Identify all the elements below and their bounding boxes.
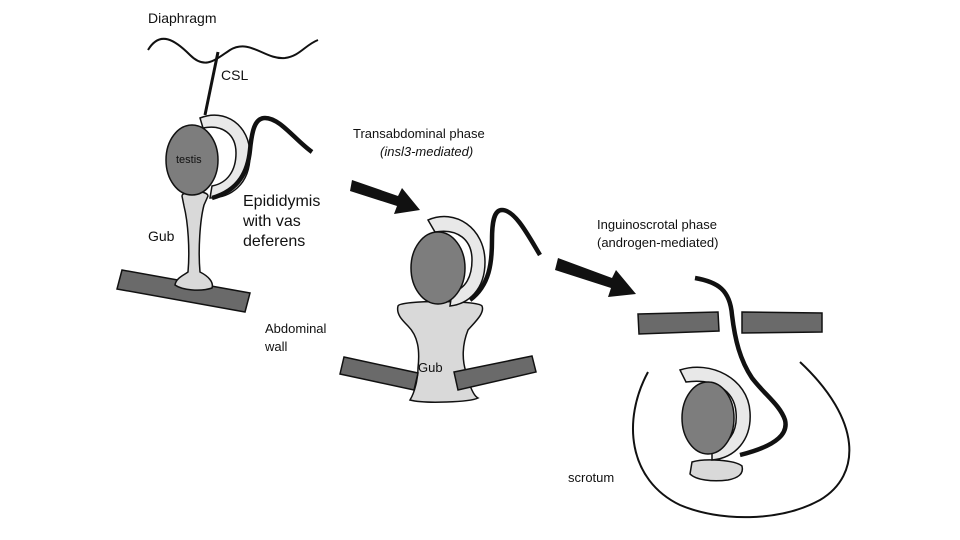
testis-stage1 [165, 124, 219, 196]
label-scrotum: scrotum [568, 470, 614, 485]
vas-deferens-stage3 [694, 275, 788, 458]
epididymis-crescent-stage3 [678, 366, 751, 461]
label-abdominal-line2: wall [264, 339, 288, 354]
testis-stage2 [410, 231, 466, 305]
label-diaphragm: Diaphragm [148, 10, 216, 26]
csl-ligament [203, 51, 220, 116]
gubernaculum-stage1 [174, 190, 214, 291]
label-transabdominal-title: Transabdominal phase [353, 126, 485, 141]
label-inguinoscrotal-title: Inguinoscrotal phase [597, 217, 717, 232]
label-epididymis-line3: deferens [243, 233, 305, 250]
abdominal-wall-stage3-right [741, 311, 823, 334]
vas-deferens-stage1 [211, 115, 314, 201]
label-testis: testis [176, 154, 202, 166]
gubernaculum-stage3 [689, 459, 744, 482]
label-transabdominal-sub: (insl3-mediated) [380, 144, 473, 159]
label-epididymis-line1: Epididymis [243, 193, 320, 210]
vas-deferens-stage2 [468, 207, 542, 302]
label-epididymis-line2: with vas [242, 213, 301, 230]
label-gub-stage1: Gub [148, 228, 175, 244]
abdominal-wall-stage3-left [637, 311, 720, 335]
epididymis-crescent-stage2 [426, 215, 486, 307]
abdominal-wall-stage2-left [339, 356, 419, 391]
scrotum-outline [632, 361, 851, 519]
label-inguinoscrotal-sub: (androgen-mediated) [597, 235, 718, 250]
abdominal-wall-stage2-right [453, 355, 537, 391]
label-csl: CSL [221, 67, 248, 83]
diaphragm-line [147, 37, 319, 64]
testis-stage3 [681, 381, 735, 455]
epididymis-crescent-stage1 [199, 114, 251, 199]
arrow-transabdominal [350, 180, 420, 214]
label-abdominal-line1: Abdominal [265, 321, 327, 336]
arrow-inguinoscrotal [555, 258, 636, 297]
label-gub-stage2: Gub [418, 360, 443, 375]
